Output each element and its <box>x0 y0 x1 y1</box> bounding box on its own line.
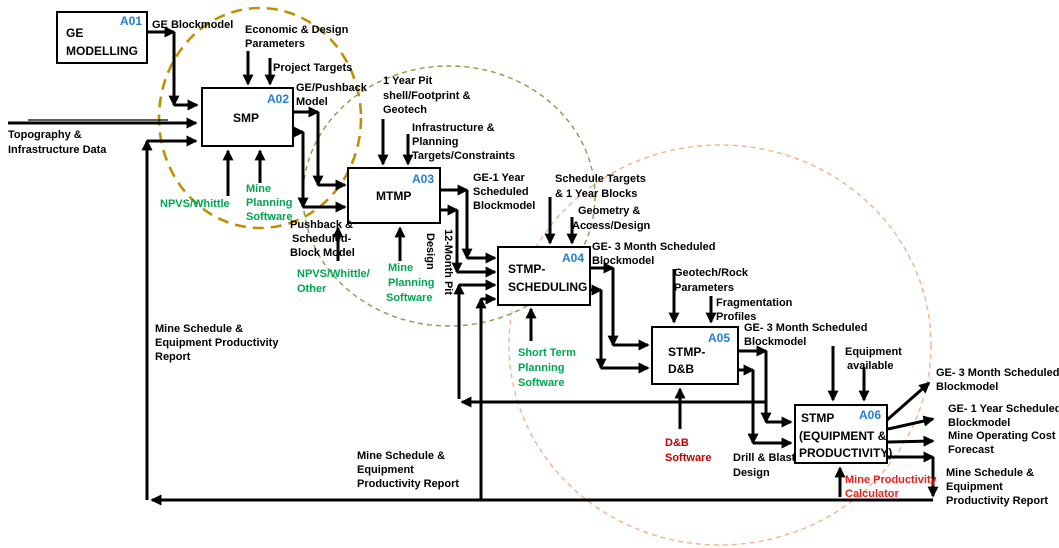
label-infrastructure-planning-targets-line-2: Targets/Constraints <box>412 150 515 162</box>
label-12-month-pit-design-line-0: 12-Month Pit <box>442 229 454 295</box>
label-out-mine-operating-cost-forecast-line-0: Mine Operating Cost <box>948 430 1056 442</box>
label-npvs-whittle-other-line-1: Other <box>297 283 327 295</box>
label-out-ge-3-month-scheduled-blockmodel-line-1: Blockmodel <box>936 381 998 393</box>
label-pushback-scheduled-block-model-line-1: Scheduled- <box>292 233 352 245</box>
arrow-a06-out2-seg1 <box>887 415 935 431</box>
label-ge-3-month-scheduled-blockmodel-a04-line-1: Blockmodel <box>592 255 654 267</box>
arrow-a06-out1-seg1 <box>886 381 931 422</box>
box-stmp-db-label-1: D&B <box>668 362 694 376</box>
label-mine-planning-software-2-line-2: Software <box>386 292 432 304</box>
label-out-ge-3-month-scheduled-blockmodel-line-0: GE- 3 Month Scheduled <box>936 367 1059 379</box>
label-drill-blast-design-line-0: Drill & Blast <box>733 452 796 464</box>
box-ge-modelling-code: A01 <box>120 14 142 28</box>
label-equipment-available-line-1: available <box>847 360 893 372</box>
box-ge-modelling-label-0: GE <box>66 26 83 40</box>
label-short-term-planning-software-line-1: Planning <box>518 362 564 374</box>
label-drill-blast-design-line-1: Design <box>733 467 770 479</box>
label-ge-blockmodel-line-0: GE Blockmodel <box>152 19 233 31</box>
label-economic-design-parameters-line-1: Parameters <box>245 38 305 50</box>
box-stmp-db <box>651 326 739 385</box>
label-short-term-planning-software-line-0: Short Term <box>518 347 576 359</box>
box-stmp-db-code: A05 <box>708 331 730 345</box>
box-ge-modelling-label-1: MODELLING <box>66 44 138 58</box>
label-topography-infrastructure-data-line-0: Topography & <box>8 129 82 141</box>
label-geometry-access-design-line-1: Access/Design <box>572 220 651 232</box>
box-stmp-equipment-productivity-code: A06 <box>859 408 881 422</box>
label-infrastructure-planning-targets-line-0: Infrastructure & <box>412 122 495 134</box>
label-geotech-rock-parameters-line-1: Parameters <box>674 282 734 294</box>
box-stmp-equipment-productivity <box>794 404 888 464</box>
box-stmp-scheduling-label-1: SCHEDULING <box>508 280 587 294</box>
box-stmp-scheduling <box>497 246 591 306</box>
label-ge-1-year-scheduled-blockmodel-line-0: GE-1 Year <box>473 172 525 184</box>
label-out-ge-1-year-scheduled-blockmodel-line-1: Blockmodel <box>948 417 1010 429</box>
box-smp-code: A02 <box>267 92 289 106</box>
label-report-feedback-left-line-1: Equipment Productivity <box>155 337 279 349</box>
label-npvs-whittle-other-line-0: NPVS/Whittle/ <box>297 268 370 280</box>
box-stmp-db-label-0: STMP- <box>668 345 705 359</box>
label-report-feedback-left-line-2: Report <box>155 351 191 363</box>
box-mtmp <box>347 167 441 224</box>
label-ge-3-month-scheduled-blockmodel-a05-line-1: Blockmodel <box>744 336 806 348</box>
label-mine-planning-software-2-line-0: Mine <box>388 262 413 274</box>
label-geotech-rock-parameters-line-0: Geotech/Rock <box>674 267 749 279</box>
label-pushback-scheduled-block-model-line-2: Block Model <box>290 247 355 259</box>
label-1-year-pit-shell-line-0: 1 Year Pit <box>383 75 433 87</box>
label-ge-1-year-scheduled-blockmodel-line-1: Scheduled <box>473 186 529 198</box>
box-ge-modelling <box>56 11 148 64</box>
label-fragmentation-profiles-line-0: Fragmentation <box>716 297 793 309</box>
label-db-software-line-1: Software <box>665 452 711 464</box>
label-ge-1-year-scheduled-blockmodel-line-2: Blockmodel <box>473 200 535 212</box>
label-topography-infrastructure-data-line-1: Infrastructure Data <box>8 144 107 156</box>
box-smp <box>201 87 294 147</box>
label-out-mine-operating-cost-forecast-line-1: Forecast <box>948 444 994 456</box>
label-geometry-access-design-line-0: Geometry & <box>578 205 640 217</box>
label-short-term-planning-software-line-2: Software <box>518 377 564 389</box>
label-equipment-available-line-0: Equipment <box>845 346 902 358</box>
label-1-year-pit-shell-line-1: shell/Footprint & <box>383 90 470 102</box>
box-stmp-equipment-productivity-label-0: STMP <box>801 411 834 425</box>
phase-ellipse-smp <box>157 6 363 230</box>
label-ge-3-month-scheduled-blockmodel-a05-line-0: GE- 3 Month Scheduled <box>744 322 867 334</box>
label-out-mine-schedule-equipment-productivity-report-line-0: Mine Schedule & <box>946 467 1034 479</box>
label-12-month-pit-design-line-1: Design <box>424 233 436 270</box>
label-report-feedback-mid-line-0: Mine Schedule & <box>357 450 445 462</box>
label-mine-productivity-calculator-line-1: Calculator <box>845 488 900 500</box>
label-schedule-targets-1-year-blocks-line-1: & 1 Year Blocks <box>555 188 637 200</box>
label-ge-3-month-scheduled-blockmodel-a04-line-0: GE- 3 Month Scheduled <box>592 241 715 253</box>
label-out-ge-1-year-scheduled-blockmodel-line-0: GE- 1 Year Scheduled <box>948 403 1059 415</box>
label-out-mine-schedule-equipment-productivity-report-line-1: Equipment <box>946 481 1003 493</box>
label-mine-productivity-calculator-line-0: Mine Productivity <box>845 474 938 486</box>
label-mine-planning-software-1-line-1: Planning <box>246 197 292 209</box>
label-db-software-line-0: D&B <box>665 437 689 449</box>
label-1-year-pit-shell-line-2: Geotech <box>383 104 427 116</box>
label-fragmentation-profiles-line-1: Profiles <box>716 311 756 323</box>
label-schedule-targets-1-year-blocks-line-0: Schedule Targets <box>555 173 646 185</box>
box-stmp-equipment-productivity-label-1: (EQUIPMENT & <box>799 429 887 443</box>
label-project-targets-line-0: Project Targets <box>273 62 352 74</box>
label-mine-planning-software-1-line-2: Software <box>246 211 292 223</box>
label-infrastructure-planning-targets-line-1: Planning <box>412 136 458 148</box>
label-report-feedback-mid-line-1: Equipment <box>357 464 414 476</box>
label-mine-planning-software-2-line-1: Planning <box>388 277 434 289</box>
label-report-feedback-left-line-0: Mine Schedule & <box>155 323 243 335</box>
box-smp-label-0: SMP <box>233 111 259 125</box>
label-report-feedback-mid-line-2: Productivity Report <box>357 478 459 490</box>
label-out-mine-schedule-equipment-productivity-report-line-2: Productivity Report <box>946 495 1048 507</box>
label-ge-pushback-model-line-0: GE/Pushback <box>296 82 368 94</box>
phase-ellipse-stmp <box>508 144 932 546</box>
label-mine-planning-software-1-line-0: Mine <box>246 183 271 195</box>
arrow-a06-out3-seg1 <box>887 435 935 447</box>
box-stmp-equipment-productivity-label-2: PRODUCTIVITY) <box>799 446 892 460</box>
box-stmp-scheduling-label-0: STMP- <box>508 262 545 276</box>
label-economic-design-parameters-line-0: Economic & Design <box>245 24 349 36</box>
box-stmp-scheduling-code: A04 <box>562 251 584 265</box>
box-mtmp-label-0: MTMP <box>376 189 411 203</box>
box-mtmp-code: A03 <box>412 172 434 186</box>
label-pushback-scheduled-block-model-line-0: Pushback & <box>290 219 353 231</box>
label-ge-pushback-model-line-1: Model <box>296 96 328 108</box>
label-npvs-whittle-line-0: NPVS/Whittle <box>160 198 230 210</box>
